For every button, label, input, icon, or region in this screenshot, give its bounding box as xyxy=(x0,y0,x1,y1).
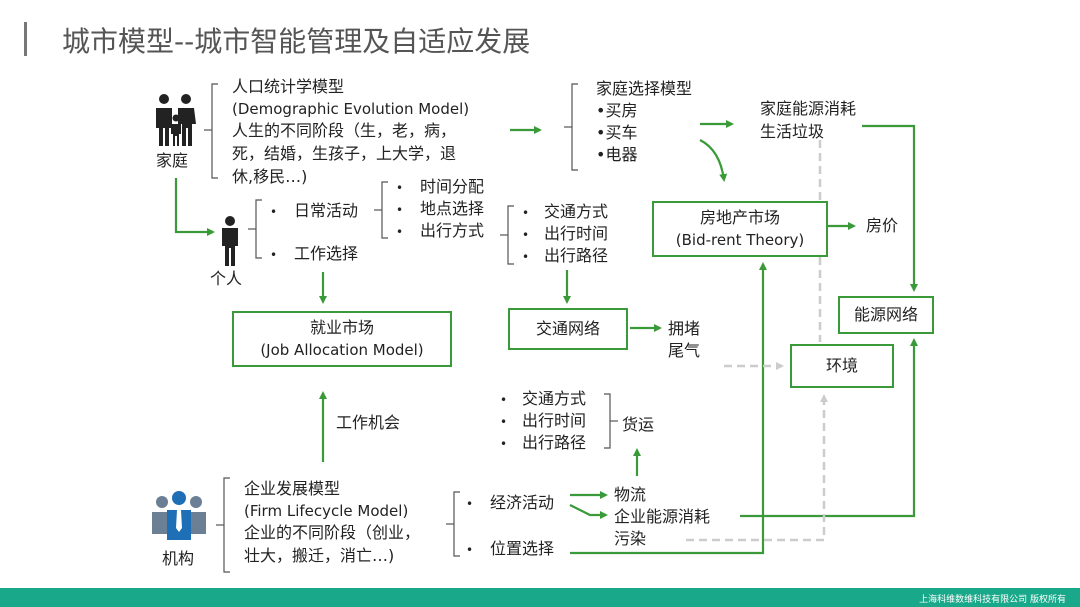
individual-label: 个人 xyxy=(210,269,243,288)
travel2-time: 出行时间 xyxy=(522,411,587,430)
household-energy: 家庭能源消耗 xyxy=(760,99,857,118)
daily-activity: 日常活动 xyxy=(294,201,359,220)
traffic-network-box: 交通网络 xyxy=(508,308,628,350)
job-market-cn: 就业市场 xyxy=(309,318,374,337)
organization-icon xyxy=(152,491,206,540)
energy-network-label: 能源网络 xyxy=(853,305,918,324)
household-choice-item: •电器 xyxy=(596,145,638,164)
family-label: 家庭 xyxy=(156,151,189,170)
environment-box: 环境 xyxy=(790,344,894,388)
location-choice: 地点选择 xyxy=(420,199,485,218)
bullet: • xyxy=(500,415,508,429)
firm-desc-1: 企业的不同阶段（创业， xyxy=(244,523,421,542)
freight: 货运 xyxy=(622,415,655,434)
house-price: 房价 xyxy=(866,216,899,235)
demographic-title: 人口统计学模型 xyxy=(232,77,345,96)
job-market-box: 就业市场 (Job Allocation Model) xyxy=(232,311,452,367)
footer-copyright: 上海科维数维科技有限公司 版权所有 xyxy=(919,595,1066,605)
household-choice-item: •买房 xyxy=(596,101,638,120)
job-market-en: (Job Allocation Model) xyxy=(260,341,424,359)
bullet: • xyxy=(396,181,404,195)
travel1-route: 出行路径 xyxy=(544,246,609,265)
economic-activity: 经济活动 xyxy=(490,493,555,512)
person-icon xyxy=(222,216,238,266)
real-estate-en: (Bid-rent Theory) xyxy=(675,231,805,249)
real-estate-cn: 房地产市场 xyxy=(699,208,780,227)
environment-label: 环境 xyxy=(825,356,858,375)
page-title: 城市模型--城市智能管理及自适应发展 xyxy=(62,25,531,58)
firm-energy: 企业能源消耗 xyxy=(614,507,711,526)
household-waste: 生活垃圾 xyxy=(760,122,825,141)
bullet: • xyxy=(522,250,530,264)
congestion: 拥堵 xyxy=(668,319,701,338)
bullet: • xyxy=(500,393,508,407)
bullet: • xyxy=(396,203,404,217)
location-selection: 位置选择 xyxy=(490,539,555,558)
household-choice-item: •买车 xyxy=(596,123,638,142)
travel2-route: 出行路径 xyxy=(522,433,587,452)
bullet: • xyxy=(500,437,508,451)
footer-bar xyxy=(0,588,1080,607)
demographic-desc-2: 死，结婚，生孩子，上大学，退 xyxy=(232,144,457,163)
real-estate-market-box: 房地产市场 (Bid-rent Theory) xyxy=(652,201,828,257)
firm-title: 企业发展模型 xyxy=(244,479,341,498)
bullet: • xyxy=(270,248,278,262)
logistics: 物流 xyxy=(614,485,647,504)
firm-desc-2: 壮大，搬迁，消亡…) xyxy=(244,546,395,565)
traffic-network-label: 交通网络 xyxy=(535,319,600,338)
demographic-desc-3: 休,移民…) xyxy=(232,167,308,186)
pollution: 污染 xyxy=(614,529,647,548)
bullet: • xyxy=(522,228,530,242)
travel1-mode: 交通方式 xyxy=(544,202,609,221)
bullet: • xyxy=(522,206,530,220)
bullet: • xyxy=(396,225,404,239)
time-allocation: 时间分配 xyxy=(420,177,485,196)
demographic-desc-1: 人生的不同阶段（生，老，病， xyxy=(232,121,457,140)
demographic-title-en: (Demographic Evolution Model) xyxy=(232,100,470,118)
bullet: • xyxy=(466,497,474,511)
institution-label: 机构 xyxy=(162,549,195,568)
exhaust: 尾气 xyxy=(668,341,701,360)
travel2-mode: 交通方式 xyxy=(522,389,587,408)
title-accent-bar xyxy=(24,22,27,56)
bullet: • xyxy=(270,205,278,219)
energy-network-box: 能源网络 xyxy=(838,296,934,334)
household-choice-title: 家庭选择模型 xyxy=(596,79,693,98)
firm-title-en: (Firm Lifecycle Model) xyxy=(244,502,409,520)
family-icon xyxy=(156,94,196,146)
bullet: • xyxy=(466,543,474,557)
job-choice: 工作选择 xyxy=(294,244,359,263)
connector-lines xyxy=(174,83,918,573)
job-opportunity: 工作机会 xyxy=(336,413,401,432)
travel1-time: 出行时间 xyxy=(544,224,609,243)
travel-mode: 出行方式 xyxy=(420,221,485,240)
